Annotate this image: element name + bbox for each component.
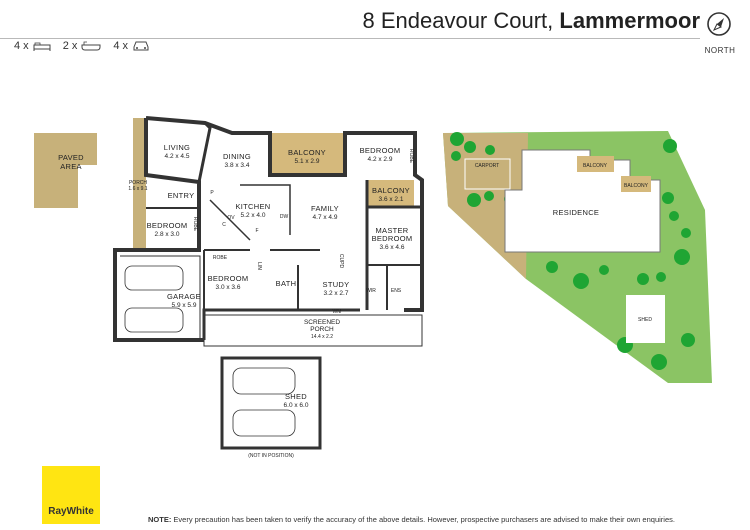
carspace-count: 4 x [113, 40, 129, 52]
property-title: 8 Endeavour Court, Lammermoor [363, 8, 701, 34]
paved-area-label: PAVED [58, 153, 84, 162]
shed-size: 6.0 x 6.0 [284, 402, 309, 409]
feature-bathrooms: 2 x [63, 40, 102, 52]
paved-area [34, 133, 97, 208]
car-shed-2 [232, 409, 296, 437]
car-icon [133, 41, 149, 51]
robe-mid-label: ROBE [213, 255, 228, 261]
site-trees [450, 132, 695, 370]
balcony-right-label: BALCONY [372, 186, 410, 195]
bedroom-count: 4 x [14, 40, 29, 52]
note-label: NOTE: [148, 515, 172, 524]
linen-label: LIN [256, 262, 262, 270]
site-carport [464, 158, 511, 190]
balcony-top-label: BALCONY [288, 148, 326, 157]
bed-icon [33, 42, 51, 51]
kitchen-label: KITCHEN [235, 202, 270, 211]
shed-label: SHED [285, 392, 307, 401]
master-bedroom-label: MASTER [375, 226, 408, 235]
site-balcony-1-label: BALCONY [583, 163, 608, 169]
porch-size: 1.6 x 9.1 [128, 186, 147, 192]
bedroom-s-size: 3.0 x 3.6 [216, 284, 241, 291]
robe-w-label: ROBE [192, 217, 198, 232]
fridge-label: F [255, 228, 258, 234]
screened-porch-size: 14.4 x 2.2 [311, 334, 333, 340]
site-shed-label: SHED [638, 317, 652, 323]
garage-size: 5.9 x 5.9 [172, 302, 197, 309]
site-balcony-2-label: BALCONY [624, 183, 649, 189]
entry-label: ENTRY [168, 191, 195, 200]
car-garage-1 [124, 265, 184, 291]
site-residence-label: RESIDENCE [553, 208, 599, 217]
balcony-top-size: 5.1 x 2.9 [295, 158, 320, 165]
dishwasher-label: DW [280, 214, 289, 220]
disclaimer-note: NOTE: Every precaution has been taken to… [148, 515, 748, 524]
dining-size: 3.8 x 3.4 [225, 162, 250, 169]
bathroom-count: 2 x [62, 40, 78, 52]
street-address: 8 Endeavour Court, [362, 8, 554, 33]
note-text: Every precaution has been taken to verif… [171, 515, 675, 524]
study-size: 3.2 x 2.7 [324, 290, 349, 297]
screened-porch-label: SCREENED [304, 319, 340, 326]
raywhite-logo: RayWhite [42, 466, 100, 524]
compass-icon [707, 12, 731, 36]
master-bedroom-label-2: BEDROOM [372, 234, 413, 243]
bath-label: BATH [276, 279, 297, 288]
oven-label: OV [227, 215, 235, 221]
suburb-name: Lammermoor [559, 8, 700, 33]
wir-label: WIR [366, 288, 376, 294]
garage-cars [124, 265, 296, 437]
bedroom-w-label: BEDROOM [147, 221, 188, 230]
site-balcony-1 [577, 156, 614, 172]
car-shed-1 [232, 367, 296, 395]
site-carport-label: CARPORT [475, 163, 499, 169]
site-balcony-2 [621, 176, 651, 192]
balcony-right [367, 180, 414, 207]
cupboard-label: CUPD [338, 254, 344, 269]
pantry-label: P [210, 190, 214, 196]
feature-carspaces: 4 x [113, 40, 150, 52]
living-size: 4.2 x 4.5 [165, 153, 190, 160]
feature-bedrooms: 4 x [14, 40, 51, 52]
c-label: C [222, 222, 226, 228]
family-size: 4.7 x 4.9 [313, 214, 338, 221]
paved-area-label-2: AREA [60, 162, 82, 171]
dining-label: DINING [223, 152, 251, 161]
bedroom-ne-label: BEDROOM [360, 146, 401, 155]
washing-machine-label: WM [333, 309, 342, 315]
bedroom-ne-size: 4.2 x 2.9 [368, 156, 393, 163]
logo-text: RayWhite [48, 506, 94, 517]
study-label: STUDY [323, 280, 350, 289]
porch-label: PORCH [129, 180, 147, 186]
garage-label: GARAGE [167, 292, 201, 301]
robe-ne-label: ROBE [408, 149, 414, 164]
kitchen-size: 5.2 x 4.0 [241, 212, 266, 219]
ens-label: ENS [391, 288, 402, 294]
floor-plan-walls [113, 116, 424, 450]
bedroom-w-size: 2.8 x 3.0 [155, 231, 180, 238]
living-label: LIVING [164, 143, 190, 152]
bath-icon [81, 41, 101, 51]
family-label: FAMILY [311, 204, 339, 213]
car-garage-2 [124, 307, 184, 333]
screened-porch-label-2: PORCH [310, 326, 334, 333]
balcony-right-size: 3.6 x 2.1 [379, 196, 404, 203]
property-features: 4 x 2 x 4 x [14, 40, 162, 52]
site-shed [626, 295, 665, 343]
shed-note: (NOT IN POSITION) [248, 453, 294, 459]
north-label: NORTH [704, 46, 736, 55]
balcony-top [270, 133, 345, 175]
porch-area [133, 118, 146, 250]
bedroom-s-label: BEDROOM [208, 274, 249, 283]
header-divider [0, 38, 700, 39]
master-bedroom-size: 3.6 x 4.6 [380, 244, 405, 251]
